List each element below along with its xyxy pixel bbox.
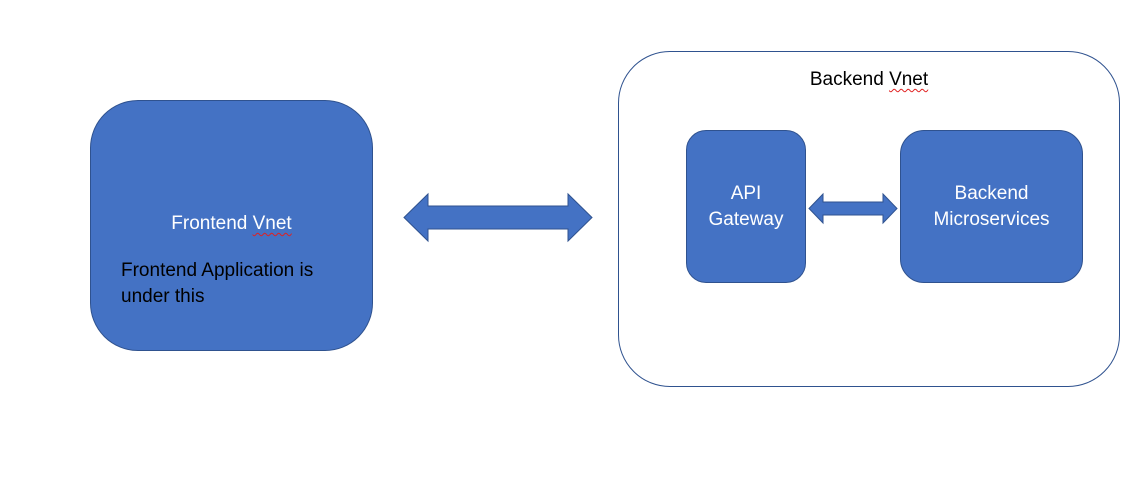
frontend-vnet-box: Frontend Vnet Frontend Application is un… xyxy=(90,100,373,351)
backend-vnet-title-text: Backend Vnet xyxy=(809,69,929,90)
spellcheck-underline: Vnet xyxy=(889,69,929,90)
gateway-microservices-double-arrow xyxy=(808,192,898,225)
frontend-vnet-title-text: Frontend Vnet xyxy=(171,213,292,234)
backend-microservices-label: Backend Microservices xyxy=(901,181,1082,233)
frontend-backend-double-arrow xyxy=(403,192,593,243)
api-gateway-label-line1: API xyxy=(730,183,762,204)
api-gateway-label-line2: Gateway xyxy=(708,209,784,230)
api-gateway-box: API Gateway xyxy=(686,130,806,283)
api-gateway-label: API Gateway xyxy=(687,181,805,233)
spellcheck-underline: Vnet xyxy=(252,213,292,234)
backend-microservices-label-line2: Microservices xyxy=(933,209,1050,230)
backend-microservices-label-line1: Backend xyxy=(954,183,1029,204)
backend-vnet-title: Backend Vnet xyxy=(619,69,1119,91)
frontend-application-note: Frontend Application is under this xyxy=(121,260,314,307)
frontend-vnet-title: Frontend Vnet xyxy=(91,213,372,235)
backend-microservices-box: Backend Microservices xyxy=(900,130,1083,283)
